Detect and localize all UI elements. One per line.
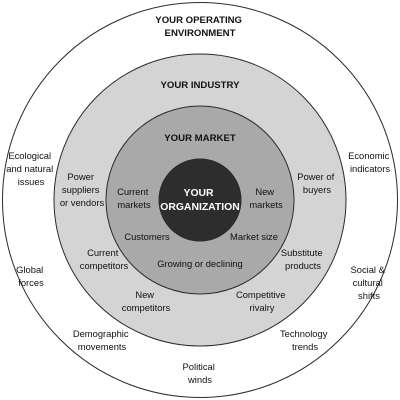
industry-new-competitors: New competitors [122,289,171,313]
env-economic-indicators: Economic indicators [348,150,392,174]
environment-title: YOUR OPERATING ENVIRONMENT [155,15,244,39]
industry-competitive-rivalry: Competitive rivalry [236,289,288,313]
industry-title: YOUR INDUSTRY [160,80,240,91]
industry-current-competitors: Current competitors [80,247,129,271]
env-political-winds: Political winds [183,361,218,385]
market-customers: Customers [124,231,170,242]
env-demographic-movements: Demographic movements [73,328,131,352]
market-new-markets: New markets [249,186,283,210]
env-ecological-issues: Ecological and natural issues [6,150,56,187]
env-global-forces: Global forces [16,264,46,288]
env-technology-trends: Technology trends [280,328,330,352]
market-current-markets: Current markets [117,186,151,210]
industry-substitute-products: Substitute products [281,247,325,271]
market-growing-or-declining: Growing or declining [157,258,242,269]
industry-power-of-buyers: Power of buyers [297,171,337,195]
market-size: Market size [230,231,278,242]
organization-label: YOUR ORGANIZATION [160,188,239,213]
industry-power-suppliers: Power suppliers or vendors [60,171,105,208]
env-social-cultural-shifts: Social & cultural shifts [350,264,387,301]
organization-core [158,158,242,242]
market-title: YOUR MARKET [164,133,236,144]
